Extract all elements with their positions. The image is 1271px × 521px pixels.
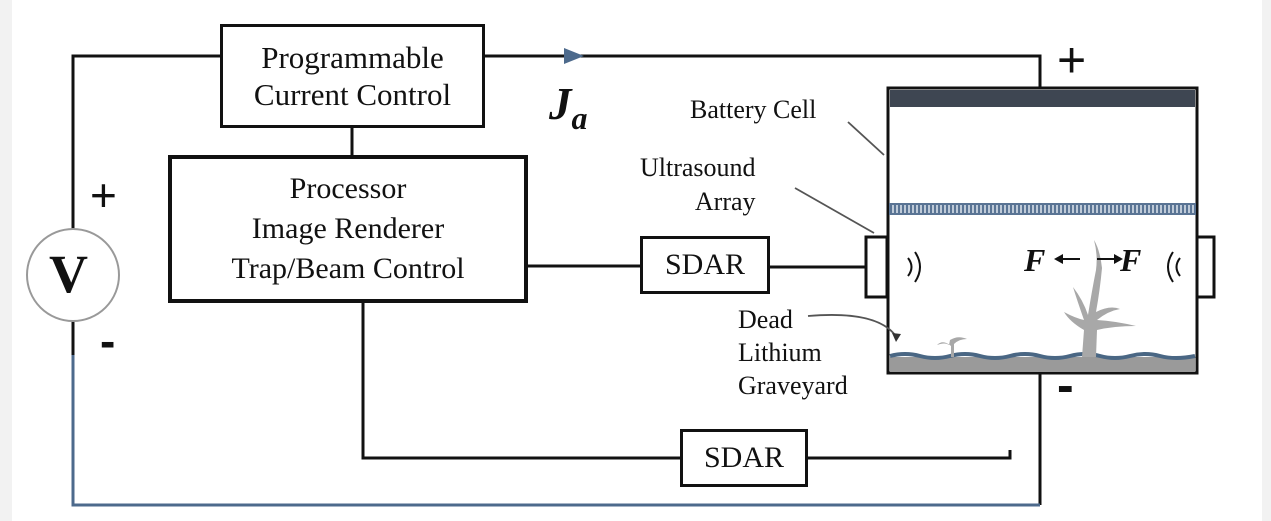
battery-outline — [886, 86, 1199, 375]
bottom-electrode — [890, 357, 1195, 372]
dead-lithium-line: Lithium — [738, 338, 822, 367]
top-electrode — [890, 90, 1195, 107]
block-label-line: Processor — [289, 172, 407, 205]
dendrite-large — [1064, 240, 1136, 357]
electrolyte-surface — [889, 352, 1196, 360]
dead-lithium-line: Dead — [738, 305, 793, 334]
wire-control-to-battery — [485, 54, 1042, 88]
source-minus-sign: - — [100, 315, 116, 367]
dead-lithium-line: Graveyard — [738, 371, 848, 400]
force-label-right: F — [1120, 242, 1142, 278]
ultrasound-label-line: Ultrasound — [640, 153, 756, 182]
block-label-line: Trap/Beam Control — [231, 252, 465, 285]
force-arrow-right-head — [1114, 254, 1123, 264]
current-label: Ja — [549, 79, 588, 136]
current-arrow — [564, 48, 584, 64]
block-label-line: Image Renderer — [251, 212, 445, 245]
dendrite-small — [937, 337, 967, 357]
leader-lines — [794, 121, 898, 339]
wire-sdar-bottom-hop — [808, 450, 1012, 460]
block-label-line: Current Control — [253, 77, 452, 112]
force-label-left: F — [1024, 242, 1046, 278]
battery-cell-label: Battery Cell — [690, 95, 817, 124]
battery-plus-sign: + — [1057, 32, 1087, 88]
ultrasound-transducer-left[interactable] — [864, 235, 889, 299]
sound-waves-right — [1167, 251, 1181, 283]
source-plus-sign: + — [90, 169, 117, 221]
ultrasound-array-label: Ultrasound Array — [640, 151, 756, 219]
ultrasound-label-line: Array — [694, 187, 756, 216]
battery-minus-sign: - — [1057, 357, 1074, 413]
current-subscript: a — [571, 100, 588, 136]
wire-processor-to-sdar-bottom — [361, 303, 680, 460]
return-wire — [71, 355, 1040, 507]
battery-cell — [864, 86, 1216, 375]
block-label-line: Programmable — [261, 40, 444, 75]
leader-battery-cell — [847, 121, 885, 156]
sound-waves-left — [907, 251, 921, 283]
sdar-bottom-label: SDAR — [703, 441, 785, 474]
programmable-current-control-block[interactable]: Programmable Current Control — [220, 24, 485, 128]
sdar-top-block[interactable]: SDAR — [640, 236, 770, 294]
wires — [71, 54, 1042, 505]
wire-source-to-control — [71, 54, 220, 232]
current-symbol: J — [549, 79, 572, 129]
ultrasound-strip — [889, 203, 1196, 215]
ultrasound-strip-ticks — [892, 205, 1194, 213]
leader-dead-lithium-head — [892, 333, 901, 342]
force-arrow-left-head — [1054, 254, 1063, 264]
voltage-symbol: V — [49, 244, 88, 304]
voltage-source — [26, 228, 120, 322]
leader-dead-lithium — [807, 314, 898, 339]
sdar-bottom-block[interactable]: SDAR — [680, 429, 808, 487]
processor-block[interactable]: Processor Image Renderer Trap/Beam Contr… — [168, 155, 528, 303]
sdar-top-label: SDAR — [664, 248, 746, 281]
dead-lithium-label: Dead Lithium Graveyard — [738, 303, 848, 402]
ultrasound-transducer-right[interactable] — [1195, 235, 1216, 299]
leader-ultrasound — [794, 187, 875, 234]
